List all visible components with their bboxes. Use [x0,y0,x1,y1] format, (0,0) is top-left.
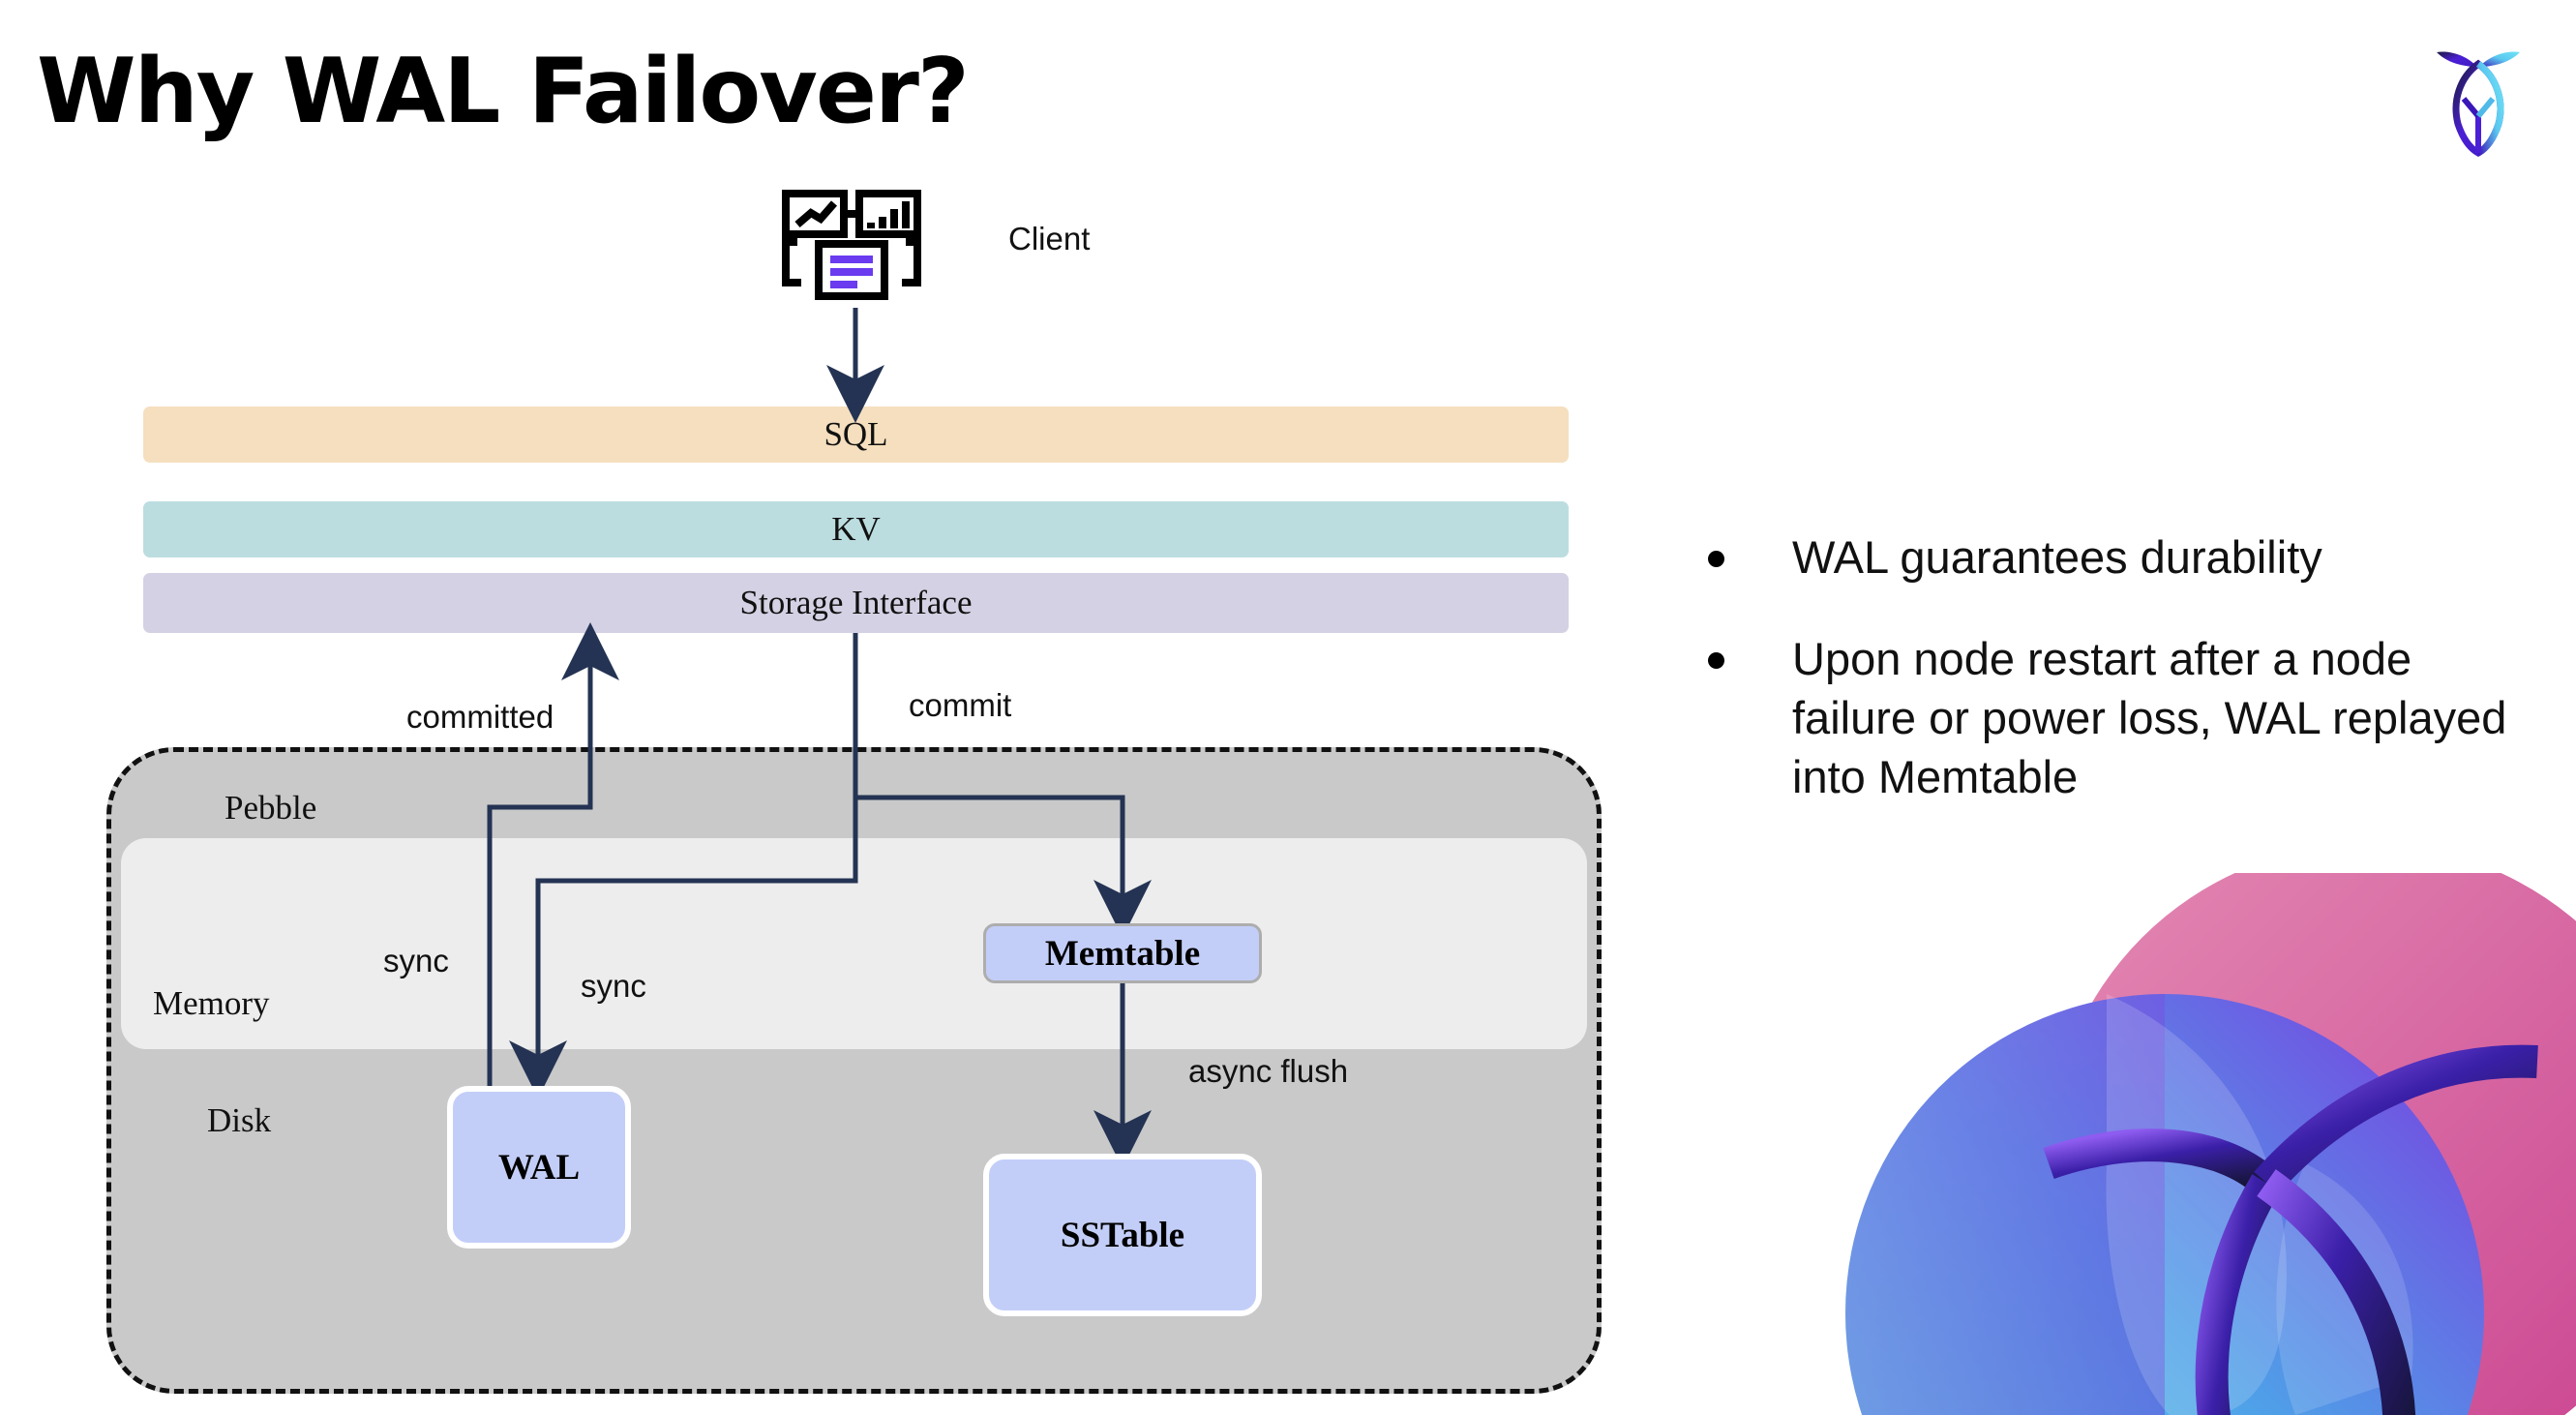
layer-bar-kv-label: KV [831,510,881,548]
client-dashboard-icon [774,190,929,306]
bullet-list: WAL guarantees durability Upon node rest… [1708,527,2511,849]
node-sstable: SSTable [983,1154,1262,1316]
memory-zone [121,838,1587,1049]
node-memtable-label: Memtable [1044,933,1201,974]
layer-bar-sql-label: SQL [824,415,888,453]
bullet-text: Upon node restart after a node failure o… [1792,633,2507,803]
edge-label-sync-left: sync [383,943,449,978]
node-sstable-label: SSTable [1060,1215,1185,1255]
node-memtable: Memtable [983,923,1262,983]
client-label: Client [1008,221,1091,256]
node-wal-label: WAL [497,1147,581,1188]
node-wal: WAL [447,1086,631,1249]
edge-label-committed: committed [406,699,554,735]
memory-label: Memory [153,984,270,1022]
cockroachdb-logo [2415,31,2541,158]
page-title: Why WAL Failover? [37,39,970,143]
bullet-dot-icon [1708,652,1724,670]
layer-bar-sql: SQL [143,406,1569,463]
pebble-label: Pebble [225,789,317,827]
bullet-text: WAL guarantees durability [1792,531,2322,583]
list-item: WAL guarantees durability [1708,527,2511,587]
decorative-logo-artwork [1841,873,2576,1415]
edge-label-async-flush: async flush [1188,1053,1349,1089]
list-item: Upon node restart after a node failure o… [1708,629,2511,806]
disk-label: Disk [207,1101,272,1139]
edge-label-sync-right: sync [581,968,646,1004]
bullet-dot-icon [1708,551,1724,567]
layer-bar-storage-interface-label: Storage Interface [739,584,973,621]
layer-bar-kv: KV [143,501,1569,557]
edge-label-commit: commit [909,687,1012,723]
layer-bar-storage-interface: Storage Interface [143,573,1569,633]
